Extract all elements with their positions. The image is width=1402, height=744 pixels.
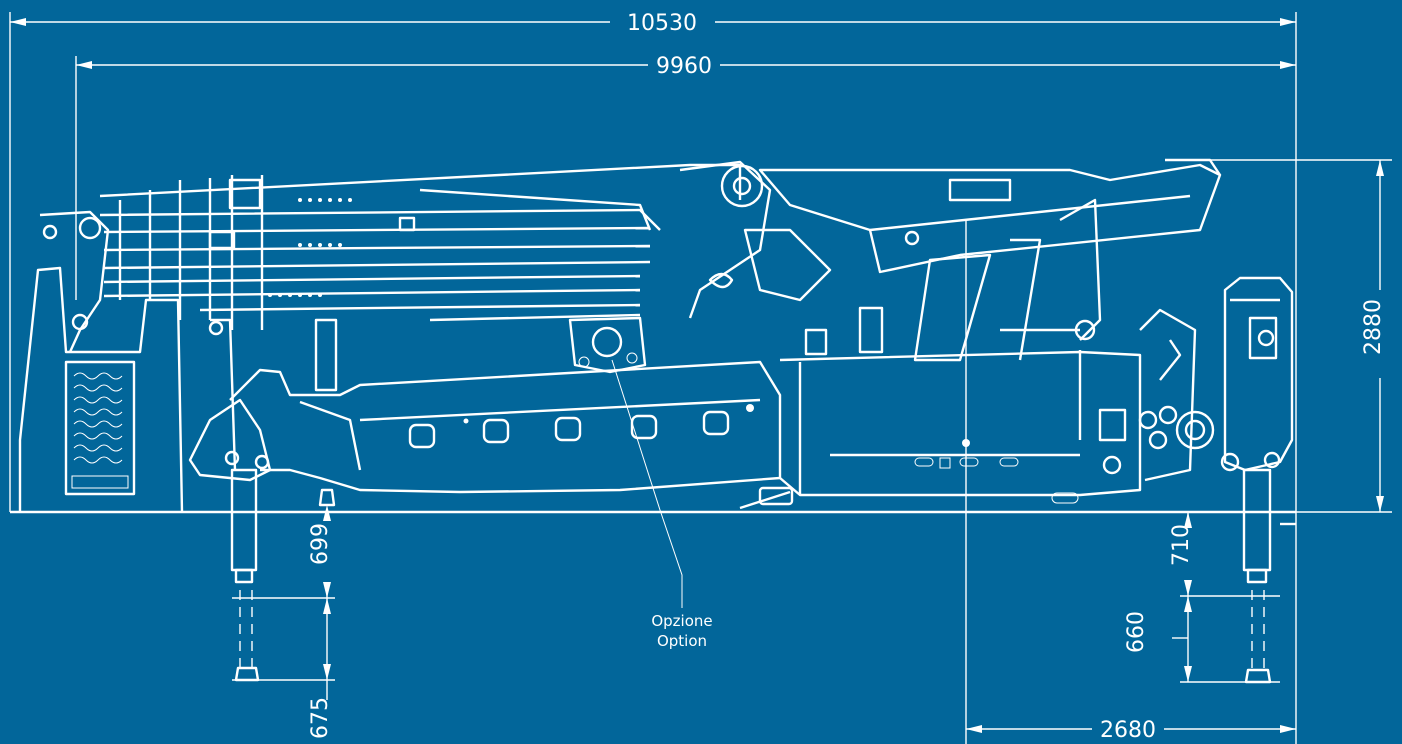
dimension-rear-outrigger: 699 675 — [232, 505, 335, 739]
front-outrigger — [1220, 276, 1296, 684]
rear-body — [18, 210, 184, 513]
front-overhang-label: 2680 — [1100, 718, 1156, 743]
dimension-height: 2880 — [1208, 159, 1392, 513]
boom-sections — [99, 158, 1222, 362]
front-outrigger-lift-label: 710 — [1169, 524, 1194, 566]
dimension-boom-length: 9960 — [75, 54, 1296, 300]
rear-outrigger — [188, 318, 338, 682]
boom-length-label: 9960 — [656, 54, 712, 79]
height-label: 2880 — [1361, 299, 1386, 355]
dimension-overall-length: 10530 — [9, 11, 1297, 744]
option-component: Opzione Option — [568, 316, 713, 650]
overall-length-label: 10530 — [627, 11, 697, 36]
rear-outrigger-lift-label: 699 — [308, 523, 333, 565]
dimension-front-overhang: 2680 — [965, 220, 1296, 744]
rear-outrigger-extension-label: 675 — [308, 697, 333, 739]
option-label-en: Option — [657, 632, 707, 650]
option-leader-line — [611, 359, 683, 608]
rear-radiator-grille — [64, 360, 136, 496]
front-outrigger-extension-label: 660 — [1124, 611, 1149, 653]
chassis — [229, 306, 1215, 510]
dimension-front-outrigger: 710 660 — [1124, 512, 1280, 683]
option-label-it: Opzione — [651, 612, 712, 630]
